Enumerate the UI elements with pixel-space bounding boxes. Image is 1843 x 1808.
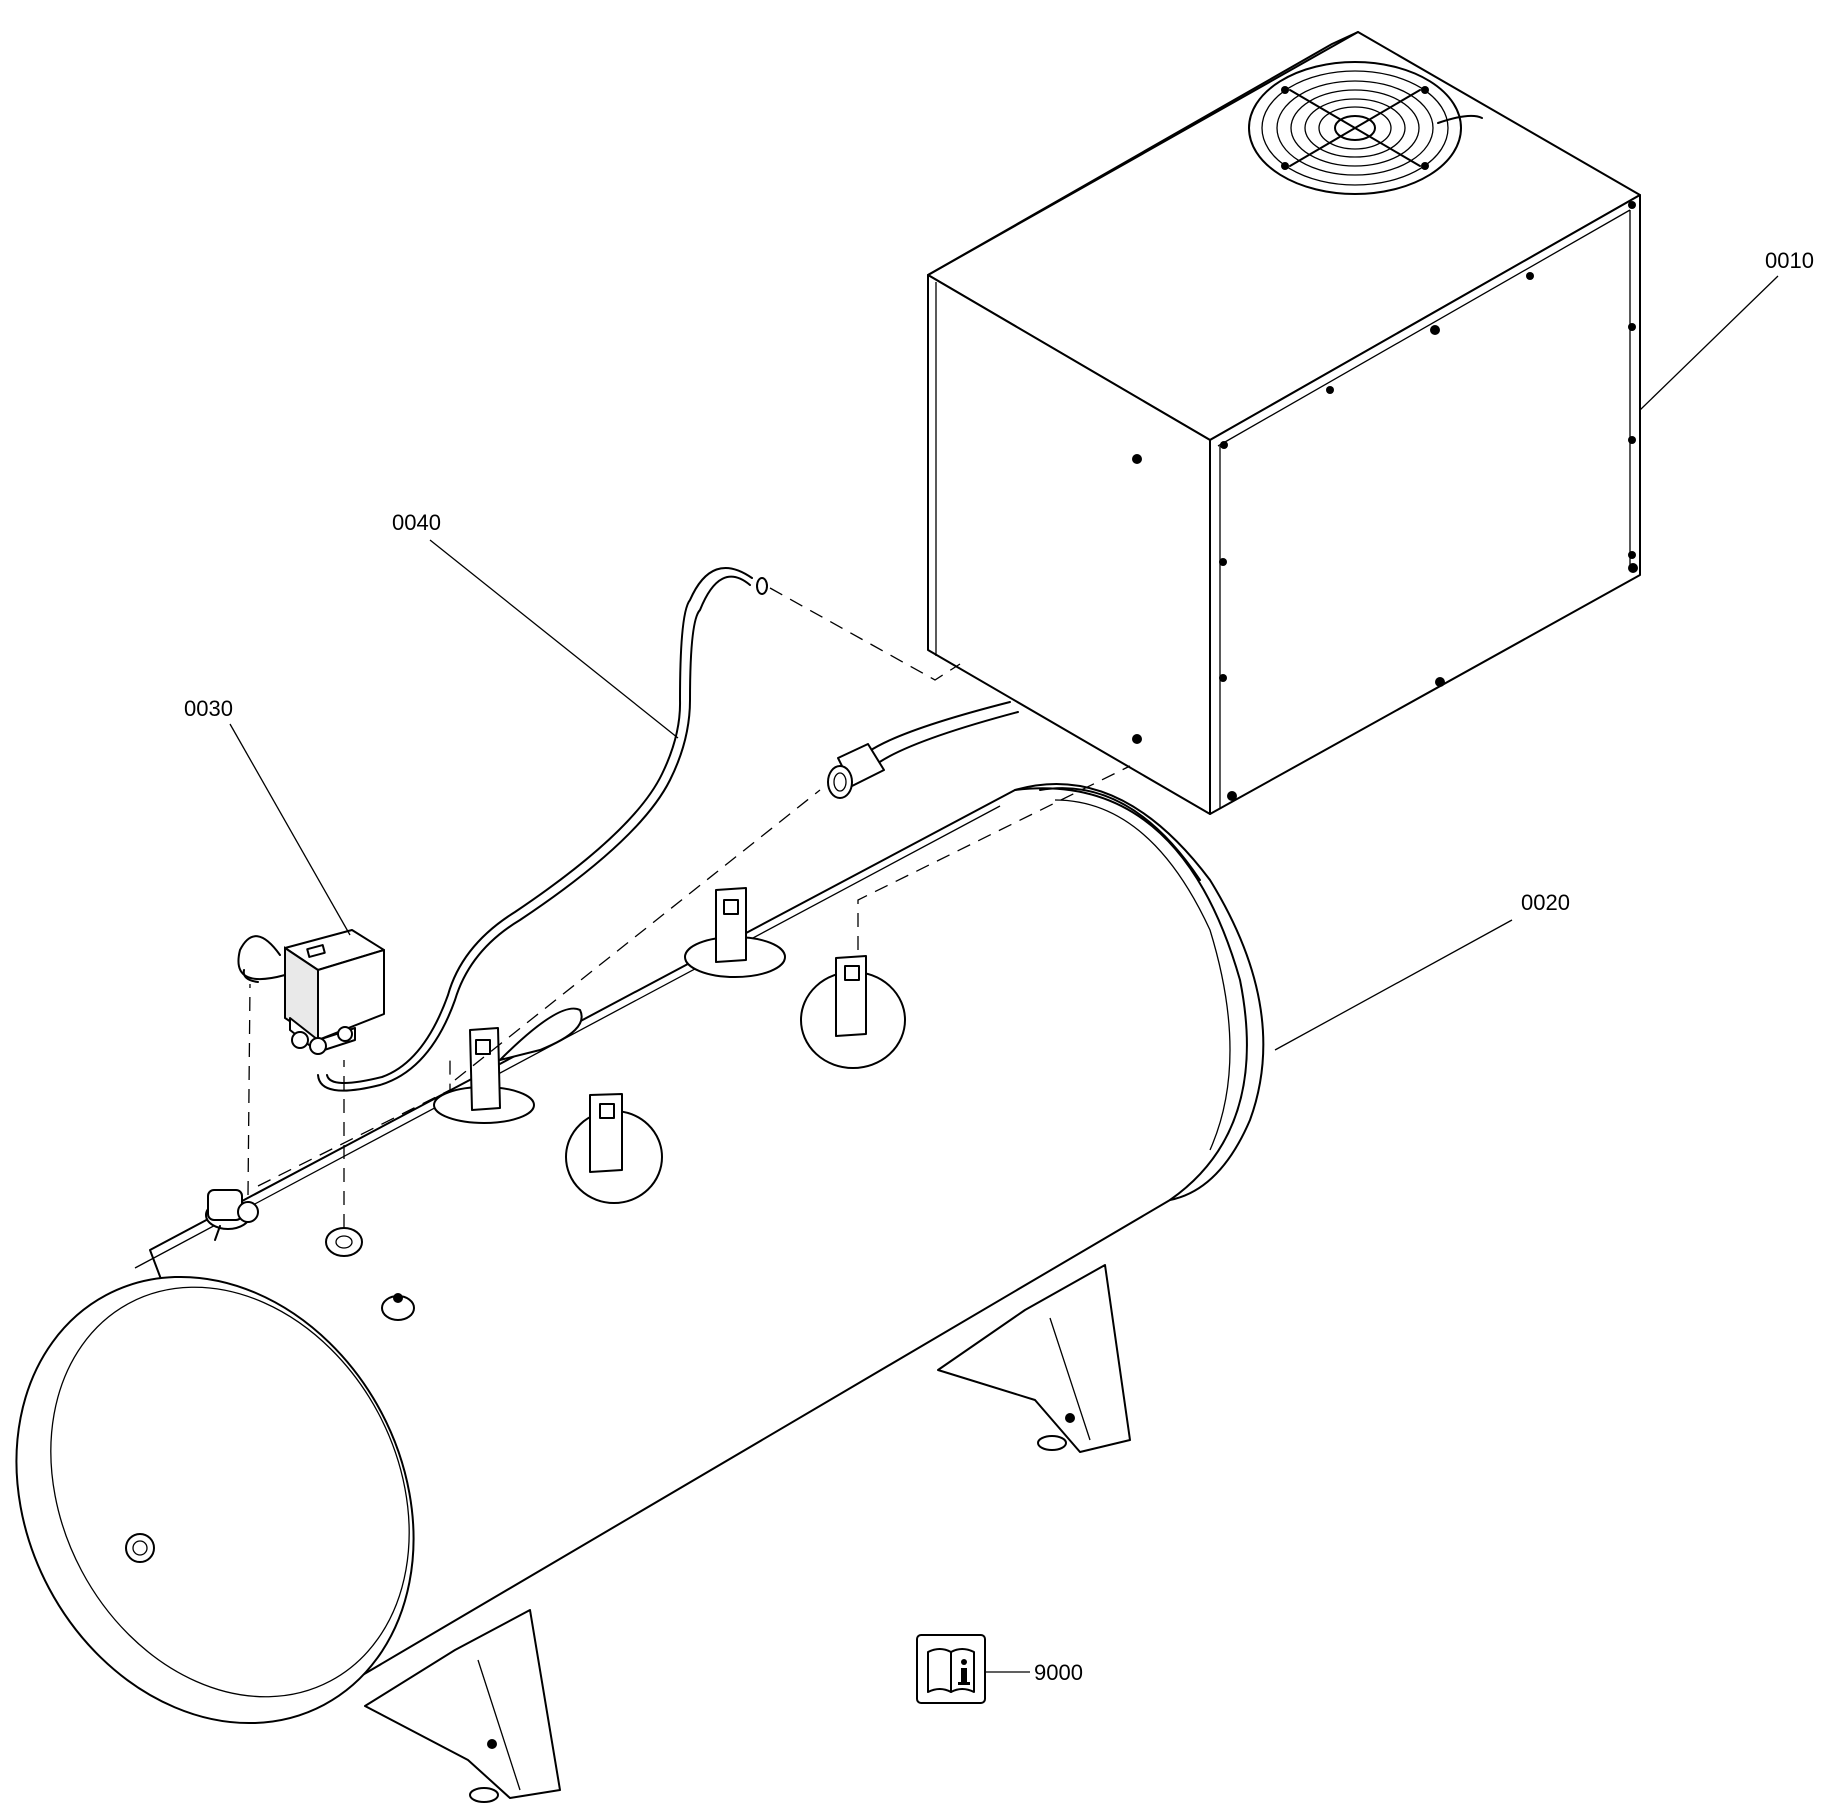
- callout-9000: 9000: [985, 1660, 1083, 1685]
- air-receiver-tank: [15, 783, 1265, 1725]
- hose-coupling: [827, 743, 885, 799]
- tank-leg-left: [364, 1609, 561, 1803]
- mounting-bracket-2: [684, 887, 786, 978]
- callout-label-0010: 0010: [1765, 248, 1814, 273]
- mounting-bracket-1: [433, 1027, 535, 1124]
- callout-label-0020: 0020: [1521, 890, 1570, 915]
- mounting-bracket-3: [565, 1093, 663, 1204]
- callout-0030: 0030: [184, 696, 351, 936]
- callout-label-0030: 0030: [184, 696, 233, 721]
- sealing-ring: [325, 1227, 363, 1257]
- callout-0010: 0010: [1639, 248, 1814, 411]
- pressure-switch: [237, 929, 385, 1055]
- control-box-housing: [927, 31, 1641, 815]
- callout-label-0040: 0040: [392, 510, 441, 535]
- manual-info-icon: [916, 1634, 986, 1704]
- drain-valve: [381, 1293, 415, 1321]
- tank-leg-right: [937, 1264, 1131, 1453]
- callout-0040: 0040: [392, 510, 679, 739]
- pressure-pipe: [317, 567, 768, 1092]
- callout-0020: 0020: [1274, 890, 1570, 1051]
- wedge-plate: [499, 1007, 583, 1061]
- mounting-bracket-4: [800, 955, 906, 1069]
- fan-icon: [1248, 61, 1483, 195]
- assembly-guide-lines: [247, 587, 1131, 1228]
- check-valve: [205, 1189, 259, 1241]
- outlet-hose: [827, 701, 1019, 799]
- callout-label-9000: 9000: [1034, 1660, 1083, 1685]
- end-cap-port: [125, 1533, 155, 1563]
